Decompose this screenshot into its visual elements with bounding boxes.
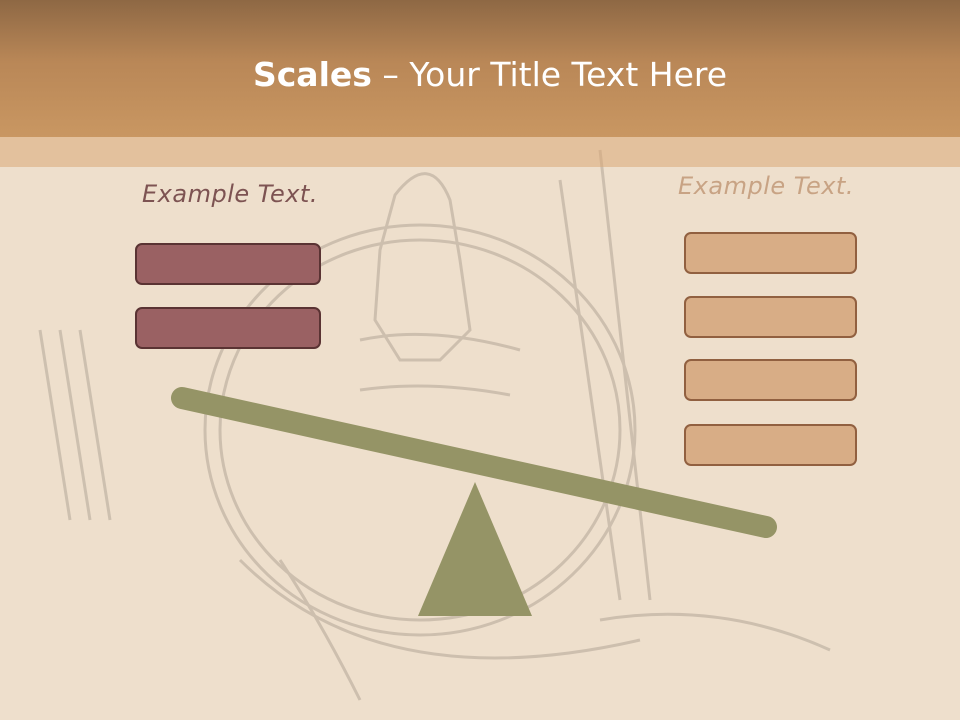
left-text-box	[135, 307, 321, 349]
left-label: Example Text.	[142, 180, 318, 208]
scale-beam	[171, 387, 777, 538]
left-text-box	[135, 243, 321, 285]
title-strip	[0, 137, 960, 167]
title-bar	[0, 0, 960, 137]
right-label: Example Text.	[678, 172, 854, 200]
right-text-box	[684, 424, 857, 466]
title-rest-text: – Your Title Text Here	[371, 55, 728, 94]
right-text-box	[684, 296, 857, 338]
scale-fulcrum	[418, 482, 532, 616]
right-text-box	[684, 359, 857, 401]
slide-title: Scales – Your Title Text Here	[0, 52, 960, 98]
title-bold-text: Scales	[252, 55, 372, 94]
right-text-box	[684, 232, 857, 274]
